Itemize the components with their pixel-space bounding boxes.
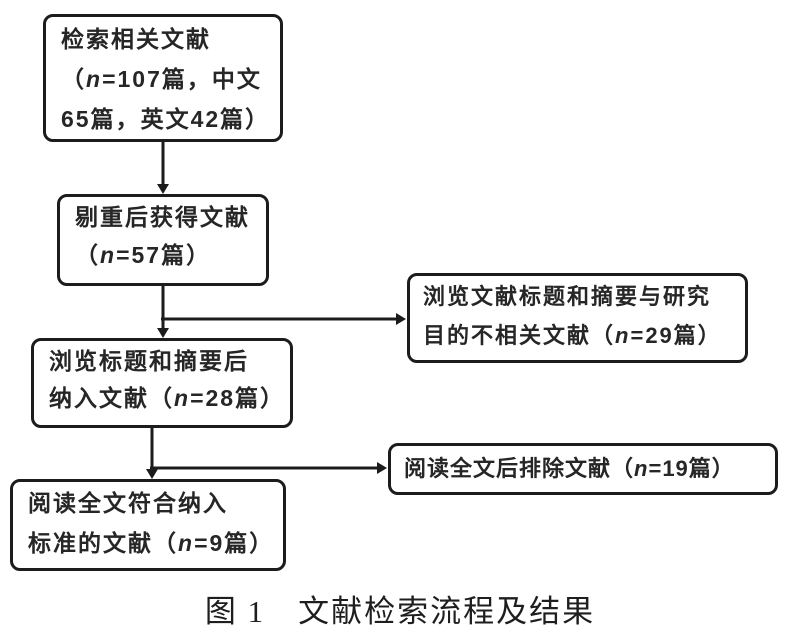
arrow-branch-to-fulltext-excluded — [150, 462, 387, 474]
box-text: 浏览文献标题和摘要与研究 — [423, 284, 712, 309]
box-text-line: 纳入文献（n=28篇） — [49, 380, 283, 417]
n-variable: n — [615, 323, 631, 348]
box-text-line: 检索相关文献 — [61, 19, 270, 59]
box-text: 阅读全文后排除文献（ — [404, 456, 635, 481]
arrow-branch-to-irrelevant — [161, 313, 406, 325]
box-text: =28篇） — [190, 385, 286, 411]
n-variable: n — [174, 385, 191, 411]
box-text: =57篇） — [116, 242, 212, 268]
box-text: =107篇，中文 — [102, 66, 262, 92]
flow-box-final-included: 阅读全文符合纳入 标准的文献（n=9篇） — [10, 479, 286, 571]
figure-caption: 图 1 文献检索流程及结果 — [204, 594, 596, 629]
n-variable: n — [100, 242, 117, 268]
box-text: （ — [61, 66, 86, 92]
box-text-line: 标准的文献（n=9篇） — [28, 523, 273, 563]
box-text: =29篇） — [630, 323, 722, 348]
flow-box-excluded-after-fulltext: 阅读全文后排除文献（n=19篇） — [388, 443, 778, 495]
box-text-line: 剔重后获得文献 — [75, 198, 256, 236]
box-text: 阅读全文符合纳入 — [28, 490, 228, 516]
arrow-dedup-to-screened — [157, 285, 169, 338]
box-text: （ — [75, 242, 100, 268]
box-text-line: 浏览文献标题和摘要与研究 — [423, 277, 735, 316]
box-text-line: 65篇，英文42篇） — [61, 99, 270, 139]
box-text-line: （n=107篇，中文 — [61, 59, 270, 99]
box-text: 纳入文献（ — [49, 385, 174, 411]
box-text: =19篇） — [648, 456, 735, 481]
n-variable: n — [634, 456, 649, 481]
box-text: 目的不相关文献（ — [423, 323, 616, 348]
box-text-line: 阅读全文符合纳入 — [28, 483, 273, 523]
box-text: 剔重后获得文献 — [75, 204, 250, 230]
flow-box-included-after-screening: 浏览标题和摘要后 纳入文献（n=28篇） — [31, 338, 293, 428]
box-text-line: 浏览标题和摘要后 — [49, 343, 280, 380]
box-text: 浏览标题和摘要后 — [49, 348, 249, 374]
box-text-line: （n=57篇） — [75, 236, 256, 274]
flow-box-search-literature: 检索相关文献 （n=107篇，中文 65篇，英文42篇） — [43, 14, 283, 142]
arrow-screened-to-included — [146, 427, 158, 479]
flow-box-after-deduplication: 剔重后获得文献 （n=57篇） — [57, 194, 269, 286]
flow-box-excluded-irrelevant: 浏览文献标题和摘要与研究 目的不相关文献（n=29篇） — [407, 273, 748, 363]
box-text: 标准的文献（ — [28, 530, 178, 556]
box-text: 检索相关文献 — [61, 26, 211, 52]
box-text: =9篇） — [194, 530, 275, 556]
box-text-line: 目的不相关文献（n=29篇） — [423, 316, 735, 355]
box-text-line: 阅读全文后排除文献（n=19篇） — [404, 446, 765, 491]
box-text: 65篇，英文42篇） — [61, 106, 271, 132]
n-variable: n — [86, 66, 103, 92]
arrow-search-to-dedup — [157, 141, 169, 194]
n-variable: n — [178, 530, 195, 556]
